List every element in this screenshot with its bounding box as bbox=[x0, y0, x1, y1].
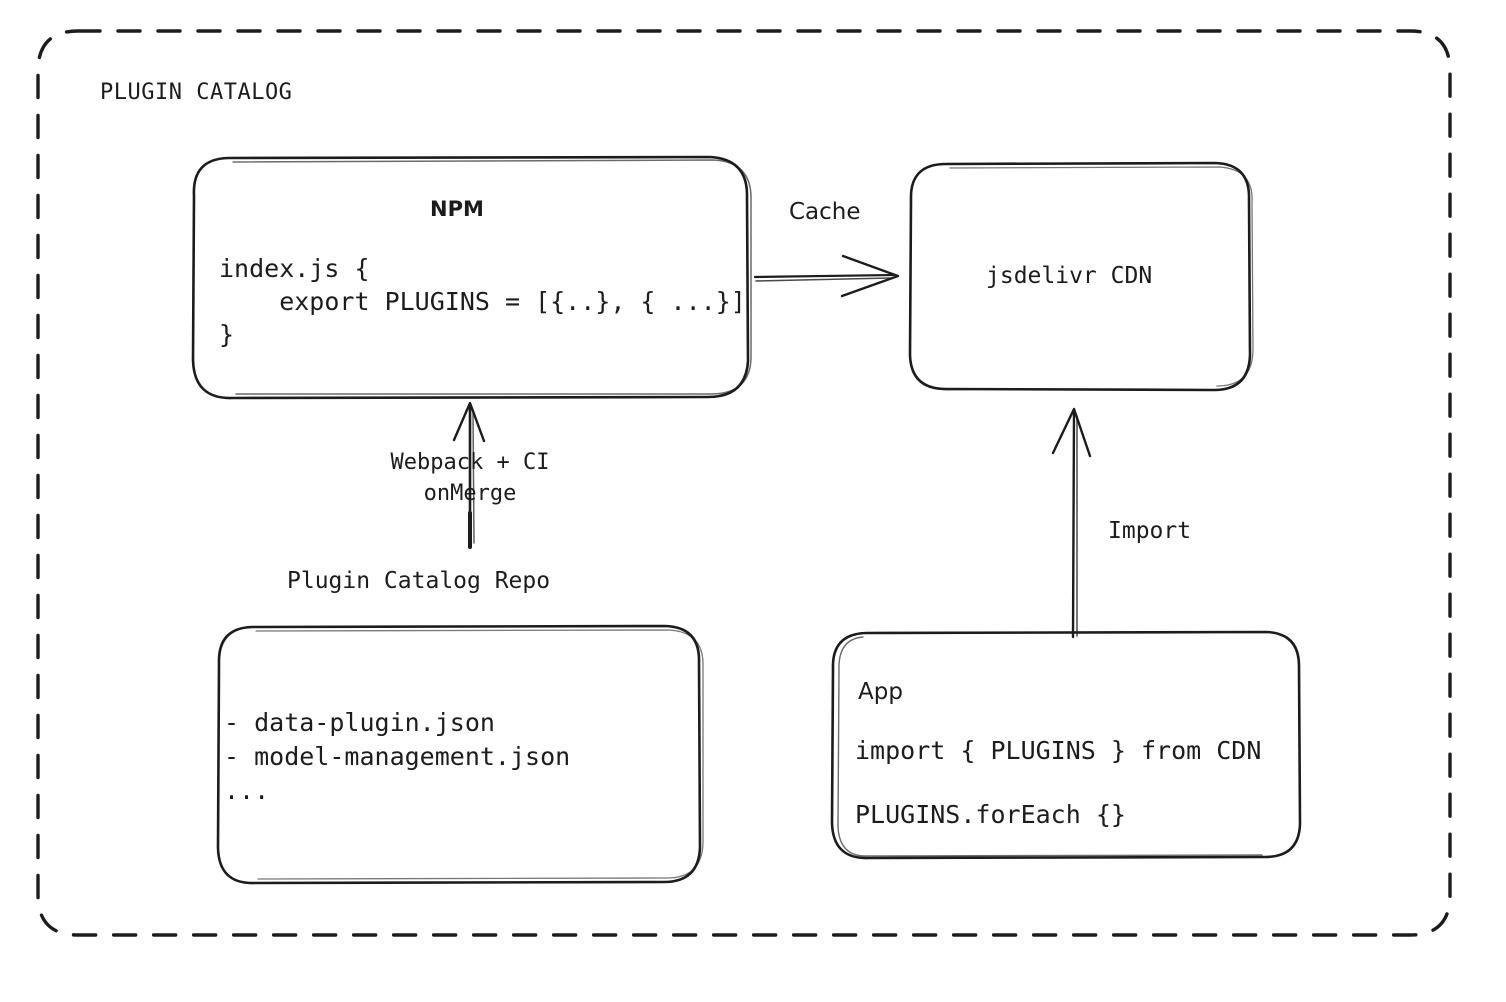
build-edge-label: Webpack + CI onMerge bbox=[390, 450, 550, 506]
app-box-outline bbox=[830, 630, 1302, 860]
app-node-code-line-1: import { PLUGINS } from CDN bbox=[855, 736, 1262, 765]
npm-node-title: NPM bbox=[430, 197, 484, 221]
import-edge-label: Import bbox=[1108, 518, 1192, 544]
cache-edge-label: Cache bbox=[789, 199, 861, 225]
npm-box-outline bbox=[191, 155, 750, 400]
app-node-title: App bbox=[858, 679, 903, 705]
repo-node-caption: Plugin Catalog Repo bbox=[287, 568, 551, 594]
cdn-node-title: jsdelivr CDN bbox=[986, 263, 1153, 289]
cdn-box-outline bbox=[908, 161, 1252, 392]
repo-box-outline bbox=[216, 624, 702, 885]
catalog-boundary bbox=[36, 29, 1452, 937]
cdn-box-outline-sketch bbox=[949, 166, 1254, 387]
build-arrow bbox=[452, 401, 486, 549]
npm-box-outline-sketch bbox=[232, 159, 752, 395]
npm-node-code: index.js { export PLUGINS = [{..}, { ...… bbox=[219, 254, 746, 349]
page-title: PLUGIN CATALOG bbox=[100, 80, 293, 105]
cache-arrow bbox=[753, 254, 900, 298]
import-arrow bbox=[1051, 407, 1092, 639]
app-box-outline-sketch bbox=[837, 636, 1263, 857]
repo-node-items: - data-plugin.json - model-management.js… bbox=[224, 708, 571, 805]
app-node-code-line-2: PLUGINS.forEach {} bbox=[855, 800, 1126, 829]
repo-box-outline-sketch bbox=[255, 629, 704, 880]
